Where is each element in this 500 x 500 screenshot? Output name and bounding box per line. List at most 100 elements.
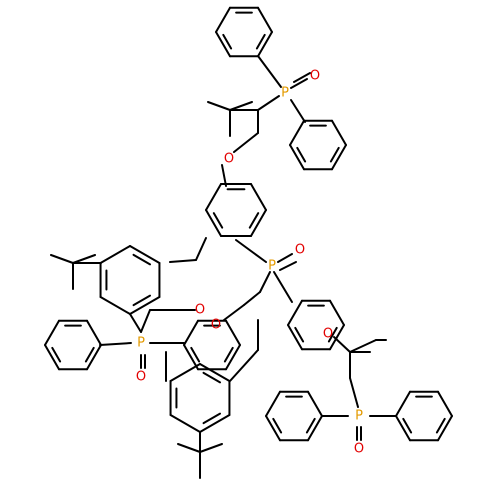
phenyl-ring-bond xyxy=(86,344,102,371)
phenyl-ring-bond xyxy=(265,390,281,417)
phenyl-ring-bond xyxy=(215,6,231,33)
atom-oxygen: O xyxy=(354,442,364,457)
phenyl-ring-bond xyxy=(44,344,60,371)
phenyl-ring-double-bond xyxy=(190,346,201,363)
phenyl-ring-double-bond xyxy=(255,33,266,50)
phenyl-ring-bond xyxy=(331,119,347,146)
phenyl-ring-bond xyxy=(250,183,267,211)
bond xyxy=(195,237,207,261)
phenyl-ring-bond xyxy=(329,324,345,351)
aryl-ring-double-bond xyxy=(132,294,152,307)
phenyl-ring-double-bond xyxy=(296,146,307,163)
tert-butyl-bond xyxy=(207,101,231,111)
phenyl-ring-bond xyxy=(205,183,222,211)
phenyl-ring-bond xyxy=(250,209,267,237)
phenyl-ring-bond xyxy=(86,319,102,346)
bond xyxy=(293,72,311,83)
phenyl-ring-double-bond xyxy=(435,417,446,434)
bond xyxy=(259,271,271,293)
bond xyxy=(229,349,259,382)
bond xyxy=(277,253,293,263)
phenyl-ring-bond xyxy=(395,415,411,442)
phenyl-ring-bond xyxy=(183,319,199,346)
phenyl-ring-bond xyxy=(307,415,323,442)
aryl-ring-bond xyxy=(199,414,231,433)
phenyl-ring-bond xyxy=(437,415,453,442)
phenyl-ring-double-bond xyxy=(329,146,340,163)
phenyl-ring-bond xyxy=(257,6,273,33)
bond xyxy=(99,342,132,346)
bond xyxy=(257,95,280,111)
bond xyxy=(290,78,308,89)
bond xyxy=(223,304,245,321)
phenyl-ring-bond xyxy=(265,415,281,442)
phenyl-ring-bond xyxy=(287,299,303,326)
bond xyxy=(235,239,267,263)
phenyl-ring-bond xyxy=(395,390,411,417)
phenyl-ring-bond xyxy=(307,390,323,417)
aryl-ring-bond xyxy=(129,296,161,315)
tert-butyl-bond xyxy=(177,443,201,453)
phenyl-ring-double-bond xyxy=(327,326,338,343)
aryl-ring-bond xyxy=(129,245,161,264)
atom-oxygen: O xyxy=(136,370,146,385)
atom-oxygen: O xyxy=(224,152,234,167)
phenyl-ring-bond xyxy=(329,299,345,326)
phenyl-ring-bond xyxy=(225,344,241,371)
tert-butyl-bond xyxy=(72,254,96,264)
bond xyxy=(221,164,227,187)
atom-oxygen: O xyxy=(195,303,205,318)
atom-phosphorus: P xyxy=(281,86,289,101)
bond-skeleton xyxy=(44,6,453,479)
phenyl-ring-bond xyxy=(205,209,222,237)
phenyl-ring-double-bond xyxy=(248,212,260,229)
bond xyxy=(279,261,297,271)
phenyl-ring-double-bond xyxy=(212,212,224,229)
atom-phosphorus: P xyxy=(355,409,363,424)
phenyl-ring-bond xyxy=(183,344,199,371)
phenyl-ring-bond xyxy=(215,31,231,58)
phenyl-ring-bond xyxy=(287,324,303,351)
aryl-ring-double-bond xyxy=(132,253,152,266)
bond xyxy=(349,339,377,353)
bond xyxy=(273,271,293,303)
atom-phosphorus: P xyxy=(137,336,145,351)
phenyl-ring-bond xyxy=(257,31,273,58)
bond xyxy=(129,313,142,333)
bond xyxy=(140,309,151,333)
bond xyxy=(243,291,261,306)
aryl-ring-double-bond xyxy=(202,412,222,425)
bond xyxy=(290,99,306,123)
atom-oxygen: O xyxy=(310,69,320,84)
bond xyxy=(233,132,259,153)
phenyl-ring-double-bond xyxy=(84,346,95,363)
bond xyxy=(169,259,197,263)
phenyl-ring-bond xyxy=(289,144,305,171)
bond xyxy=(257,55,282,88)
bond xyxy=(333,336,351,353)
tert-butyl-bond xyxy=(229,101,253,111)
aryl-ring-bond xyxy=(99,296,131,315)
phenyl-ring-double-bond xyxy=(402,417,413,434)
phenyl-ring-double-bond xyxy=(305,417,316,434)
bond xyxy=(349,377,359,408)
phenyl-ring-double-bond xyxy=(272,417,283,434)
phenyl-ring-double-bond xyxy=(51,346,62,363)
aryl-ring-bond xyxy=(169,363,201,382)
phenyl-ring-double-bond xyxy=(222,33,233,50)
aryl-ring-bond xyxy=(199,363,231,382)
phenyl-ring-bond xyxy=(437,390,453,417)
phenyl-ring-bond xyxy=(225,319,241,346)
aryl-ring-bond xyxy=(99,245,131,264)
phenyl-ring-double-bond xyxy=(223,346,234,363)
atom-oxygen: O xyxy=(323,327,333,342)
tert-butyl-bond xyxy=(199,443,223,453)
tert-butyl-bond xyxy=(50,254,74,264)
atom-phosphorus: P xyxy=(268,259,276,274)
aryl-ring-bond xyxy=(169,414,201,433)
aryl-ring-double-bond xyxy=(202,371,222,384)
phenyl-ring-bond xyxy=(44,319,60,346)
atom-oxygen: O xyxy=(211,318,221,333)
phenyl-ring-bond xyxy=(331,144,347,171)
